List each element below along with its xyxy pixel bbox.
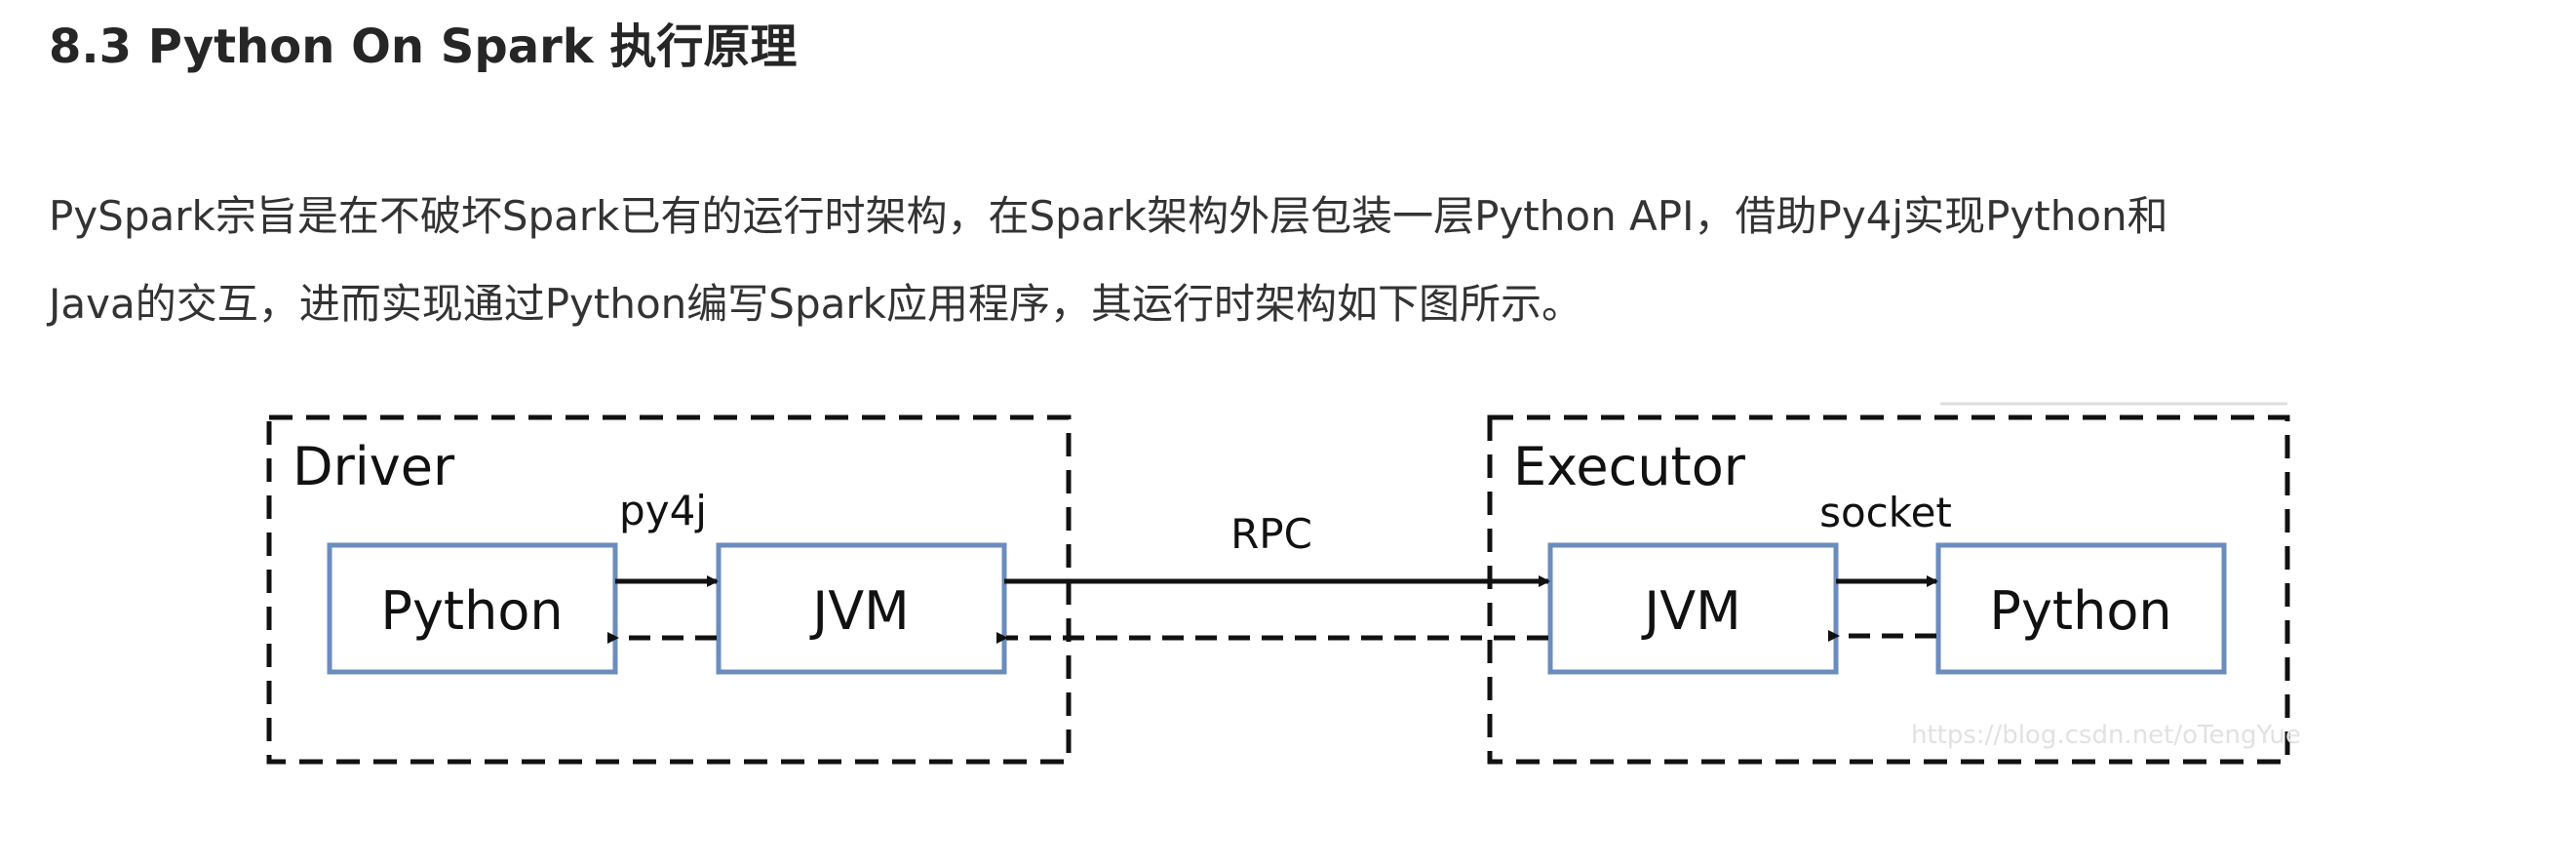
watermark: https://blog.csdn.net/oTengYue: [1911, 721, 2301, 750]
section-title: 8.3 Python On Spark 执行原理: [49, 20, 798, 74]
executor-label: Executor: [1513, 436, 1746, 497]
executor-container: [1487, 414, 2290, 765]
py4j-label: py4j: [619, 487, 707, 534]
driver-jvm-box: [716, 542, 1007, 675]
driver-container: [266, 414, 1072, 765]
driver-python-box-label: Python: [380, 580, 563, 642]
executor-python-box-label: Python: [1989, 580, 2171, 642]
executor-python-box: [1935, 542, 2227, 675]
executor-jvm-box: [1547, 542, 1839, 675]
driver-label: Driver: [293, 436, 455, 497]
executor-jvm-box-label: JVM: [1641, 580, 1740, 642]
driver-python-box: [327, 542, 618, 675]
socket-label: socket: [1819, 489, 1952, 536]
intro-paragraph-line-1: PySpark宗旨是在不破坏Spark已有的运行时架构，在Spark架构外层包装…: [49, 192, 2168, 240]
rpc-label: RPC: [1230, 510, 1312, 558]
intro-paragraph-line-2: Java的交互，进而实现通过Python编写Spark应用程序，其运行时架构如下…: [49, 280, 1582, 328]
driver-jvm-box-label: JVM: [809, 580, 909, 642]
